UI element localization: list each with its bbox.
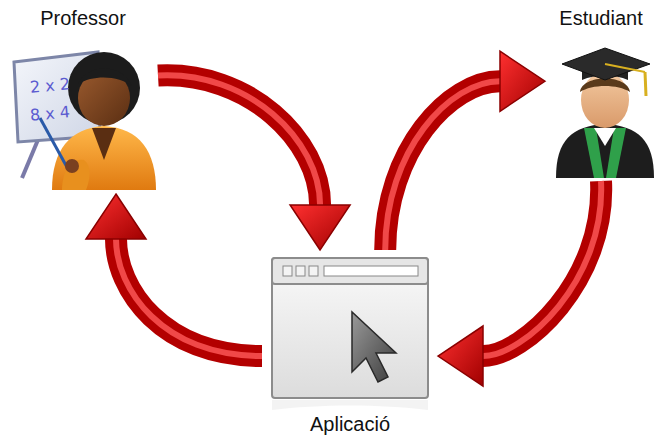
icon-node: Estudiant xyxy=(545,6,657,181)
icon-node: Aplicació xyxy=(262,250,438,436)
icon-node: Professor xyxy=(8,6,158,194)
node-label: Estudiant xyxy=(559,6,642,30)
curved-arrow xyxy=(438,181,601,386)
curved-arrow xyxy=(158,75,350,250)
application-window-icon xyxy=(272,258,428,410)
node-label: Professor xyxy=(40,6,126,30)
board-text: 8 x 4 xyxy=(29,102,71,124)
board-text: 2 x 2 xyxy=(29,74,71,96)
curved-arrow xyxy=(385,51,545,250)
teacher-icon xyxy=(14,52,156,190)
curved-arrow xyxy=(86,194,262,356)
node-label: Aplicació xyxy=(310,412,390,436)
student-icon xyxy=(556,48,654,178)
